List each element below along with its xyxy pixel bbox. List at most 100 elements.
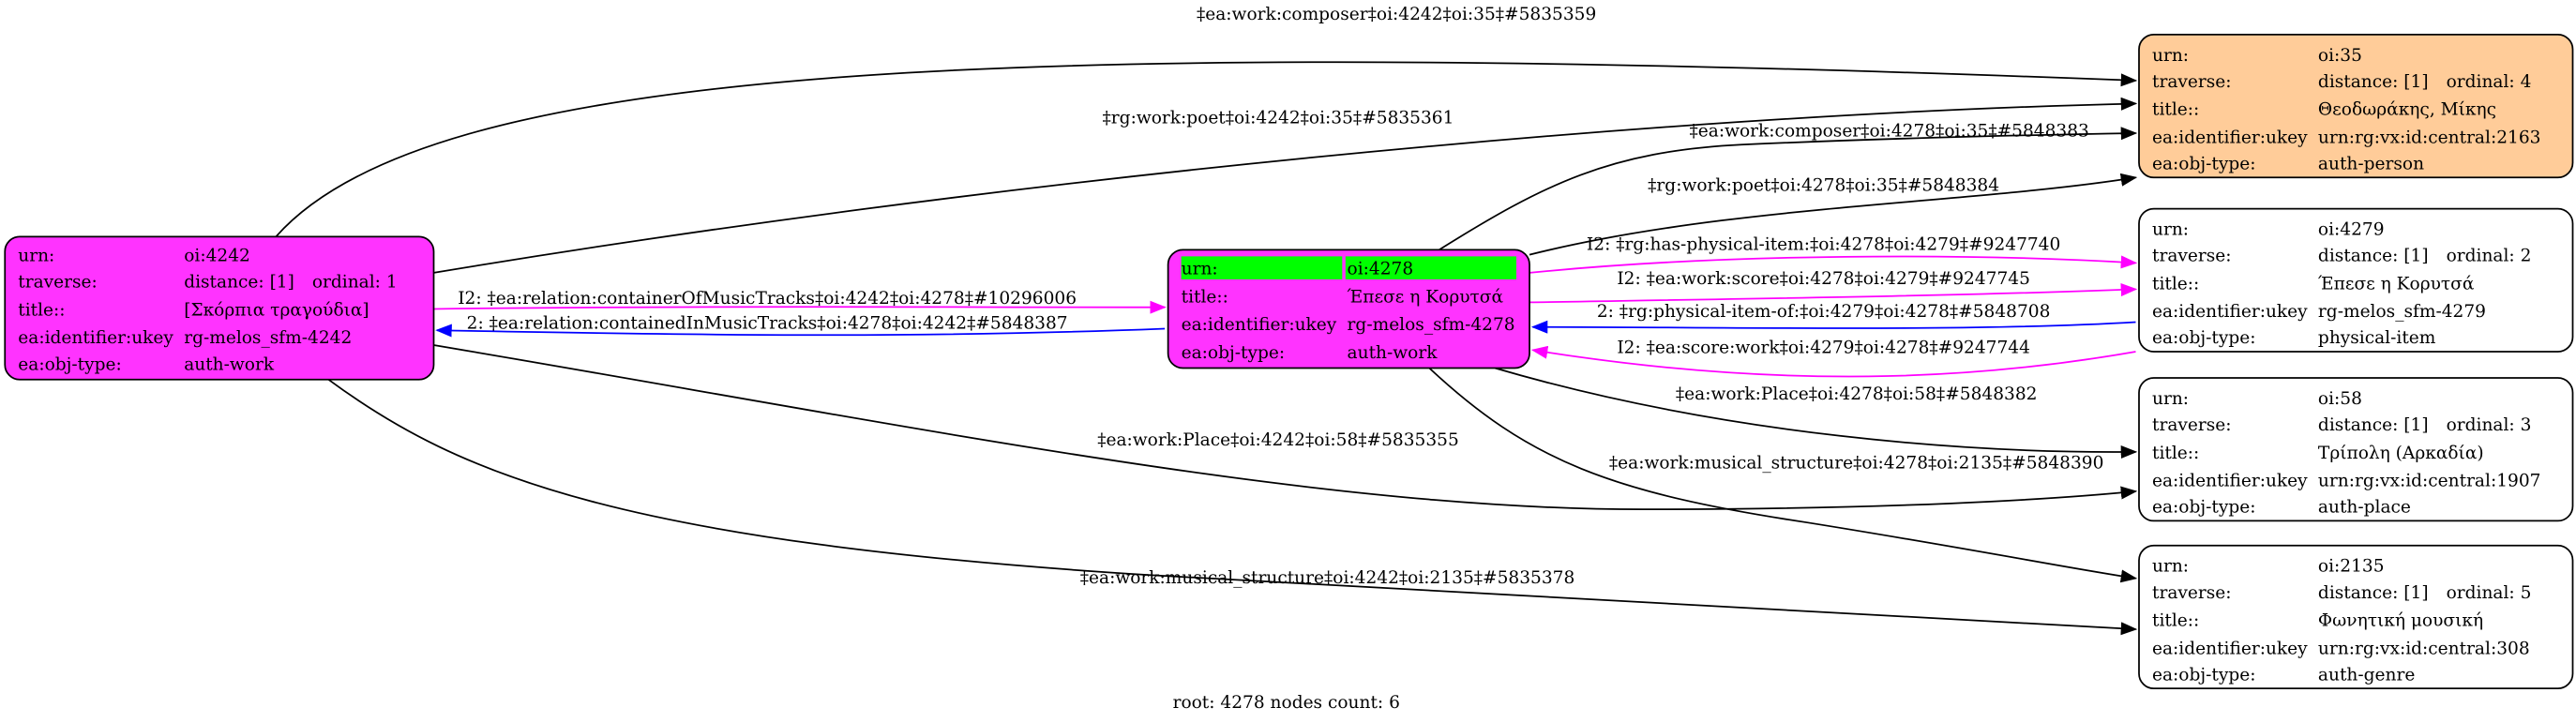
field-value: auth-person (2318, 155, 2424, 174)
field-key: urn: (2152, 220, 2189, 240)
edge: I2: ‡ea:work:score‡oi:4278‡oi:4279‡#9247… (1529, 269, 2138, 304)
node-4279[interactable]: urn: oi:4279 traverse: distance: [1] ordinal… (2138, 207, 2574, 353)
field-key: urn: (18, 247, 54, 266)
field-value: distance: [1] (2318, 247, 2429, 266)
field-ordinal: ordinal: 3 (2447, 415, 2532, 435)
footer-summary: root: 4278 nodes count: 6 (1173, 693, 1400, 713)
field-value: oi:4279 (2318, 220, 2385, 240)
edge: ‡ea:work:composer‡oi:4242‡oi:35‡#5835359 (275, 5, 2138, 237)
field-value: rg-melos_sfm-4279 (2318, 302, 2486, 322)
edge-label: ‡ea:work:Place‡oi:4242‡oi:58‡#5835355 (1097, 430, 1459, 450)
edge-label: I2: ‡ea:work:score‡oi:4278‡oi:4279‡#9247… (1617, 269, 2030, 289)
field-key: ea:obj-type: (2152, 498, 2255, 518)
focus-cell (1181, 256, 1343, 279)
field-key: ea:identifier:ukey (2152, 128, 2308, 147)
edge-label: ‡ea:work:composer‡oi:4278‡oi:35‡#5848383 (1690, 121, 2089, 141)
node-box (2138, 377, 2574, 522)
field-key: ea:obj-type: (2152, 665, 2255, 685)
edge-line (433, 300, 1167, 314)
field-key: title:: (18, 300, 65, 320)
edge-line (1529, 283, 2138, 304)
field-value: urn:rg:vx:id:central:308 (2318, 639, 2530, 658)
edge-label: ‡rg:work:poet‡oi:4278‡oi:35‡#5848384 (1648, 175, 1999, 195)
field-ordinal: ordinal: 5 (2447, 583, 2532, 603)
edge-label: ‡ea:work:composer‡oi:4242‡oi:35‡#5835359 (1197, 5, 1596, 24)
field-value: oi:58 (2318, 389, 2362, 409)
edge-line (433, 344, 2138, 511)
field-key: title:: (2152, 611, 2199, 631)
field-value: urn:rg:vx:id:central:1907 (2318, 472, 2540, 491)
edge: I2: ‡rg:has-physical-item:‡oi:4278‡oi:42… (1529, 234, 2138, 274)
field-value: rg-melos_sfm-4278 (1348, 315, 1515, 335)
field-key: ea:identifier:ukey (2152, 472, 2308, 491)
field-key: ea:obj-type: (1182, 343, 1285, 363)
field-key: title:: (2152, 444, 2199, 463)
node-box (2138, 207, 2574, 353)
field-key: traverse: (2152, 72, 2232, 92)
field-value: urn:rg:vx:id:central:2163 (2318, 128, 2540, 147)
field-key: title:: (2152, 274, 2199, 294)
field-ordinal: ordinal: 4 (2447, 72, 2532, 92)
edge: ‡rg:work:poet‡oi:4242‡oi:35‡#5835361 (433, 97, 2138, 274)
field-value: Έπεσε η Κορυτσά (1348, 287, 1504, 307)
field-value: auth-genre (2318, 665, 2415, 685)
field-value: distance: [1] (2318, 415, 2429, 435)
edge-line (1529, 255, 2138, 274)
field-key: urn: (1182, 260, 1218, 279)
edge-label: 2: ‡rg:physical-item-of:‡oi:4279‡oi:4278… (1597, 302, 2051, 322)
field-key: traverse: (18, 273, 98, 293)
field-value: auth-work (1348, 343, 1439, 363)
edge-line (435, 324, 1166, 338)
field-key: ea:obj-type: (2152, 155, 2255, 174)
field-key: title:: (2152, 100, 2199, 120)
field-key: traverse: (2152, 583, 2232, 603)
edge-label: I2: ‡ea:score:work‡oi:4279‡oi:4278‡#9247… (1617, 339, 2030, 358)
field-ordinal: ordinal: 2 (2447, 247, 2532, 266)
edge-line (1530, 320, 2136, 334)
field-key: traverse: (2152, 247, 2232, 266)
edge: I2: ‡ea:relation:containerOfMusicTracks‡… (433, 289, 1167, 314)
field-key: ea:obj-type: (2152, 328, 2255, 348)
edge-line (1529, 173, 2138, 256)
edge-label: ‡ea:work:musical_structure‡oi:4242‡oi:21… (1080, 568, 1575, 588)
edge: 2: ‡ea:relation:containedInMusicTracks‡o… (435, 313, 1166, 338)
field-value: distance: [1] (2318, 72, 2429, 92)
edge-label: ‡ea:work:musical_structure‡oi:4278‡oi:21… (1609, 453, 2104, 473)
edge: ‡ea:work:musical_structure‡oi:4242‡oi:21… (327, 379, 2138, 636)
edge-label: I2: ‡ea:relation:containerOfMusicTracks‡… (458, 289, 1077, 309)
field-key: title:: (1182, 287, 1228, 307)
field-value: oi:4278 (1348, 260, 1414, 279)
field-key: ea:identifier:ukey (1182, 315, 1337, 335)
edge-label: I2: ‡rg:has-physical-item:‡oi:4278‡oi:42… (1587, 234, 2060, 254)
field-key: ea:identifier:ukey (2152, 302, 2308, 322)
edge: I2: ‡ea:score:work‡oi:4279‡oi:4278‡#9247… (1530, 339, 2136, 378)
edge-label: 2: ‡ea:relation:containedInMusicTracks‡o… (467, 313, 1068, 333)
node-box (2138, 544, 2574, 690)
edge-line (1428, 367, 2138, 583)
edge-line (433, 97, 2138, 274)
field-key: ea:identifier:ukey (2152, 639, 2308, 658)
field-value: auth-place (2318, 498, 2411, 518)
field-value: physical-item (2318, 328, 2436, 348)
field-key: ea:identifier:ukey (18, 328, 173, 348)
edge-line (1494, 367, 2138, 459)
field-value: distance: [1] (184, 273, 294, 293)
node-box (2138, 33, 2574, 179)
field-value: [Σκόρπια τραγούδια] (184, 300, 369, 320)
field-value: Τρίπολη (Αρκαδία) (2318, 444, 2484, 463)
field-ordinal: ordinal: 1 (312, 273, 398, 293)
field-key: traverse: (2152, 415, 2232, 435)
edge-label: ‡rg:work:poet‡oi:4242‡oi:35‡#5835361 (1103, 108, 1454, 128)
edge-label: ‡ea:work:Place‡oi:4278‡oi:58‡#5848382 (1676, 384, 2038, 404)
edge-line (1530, 345, 2136, 378)
field-value: Έπεσε η Κορυτσά (2318, 274, 2475, 294)
field-value: Θεοδωράκης, Μίκης (2318, 100, 2496, 120)
field-value: rg-melos_sfm-4242 (184, 328, 352, 348)
